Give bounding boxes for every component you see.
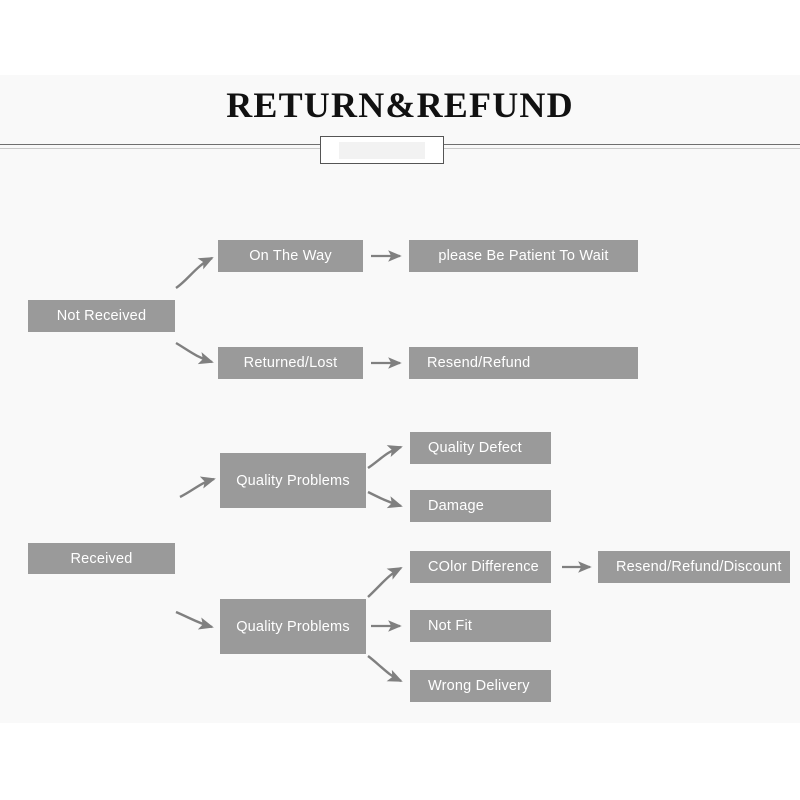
node-resend-refund[interactable]: Resend/Refund: [409, 347, 638, 379]
header-divider-badge-fill: [339, 142, 425, 159]
node-please-be-patient-to-wait[interactable]: please Be Patient To Wait: [409, 240, 638, 272]
node-received[interactable]: Received: [28, 543, 175, 574]
page-title: RETURN&REFUND: [226, 85, 574, 125]
node-color-difference[interactable]: COlor Difference: [410, 551, 551, 583]
header-divider-badge: [320, 136, 444, 164]
node-on-the-way[interactable]: On The Way: [218, 240, 363, 272]
node-quality-problems-lower[interactable]: Quality Problems: [220, 599, 366, 654]
node-wrong-delivery[interactable]: Wrong Delivery: [410, 670, 551, 702]
node-returned-lost[interactable]: Returned/Lost: [218, 347, 363, 379]
content-panel: [0, 75, 800, 723]
node-quality-problems-upper[interactable]: Quality Problems: [220, 453, 366, 508]
node-not-received[interactable]: Not Received: [28, 300, 175, 332]
node-damage[interactable]: Damage: [410, 490, 551, 522]
node-quality-defect[interactable]: Quality Defect: [410, 432, 551, 464]
node-resend-refund-discount[interactable]: Resend/Refund/Discount: [598, 551, 790, 583]
node-not-fit[interactable]: Not Fit: [410, 610, 551, 642]
